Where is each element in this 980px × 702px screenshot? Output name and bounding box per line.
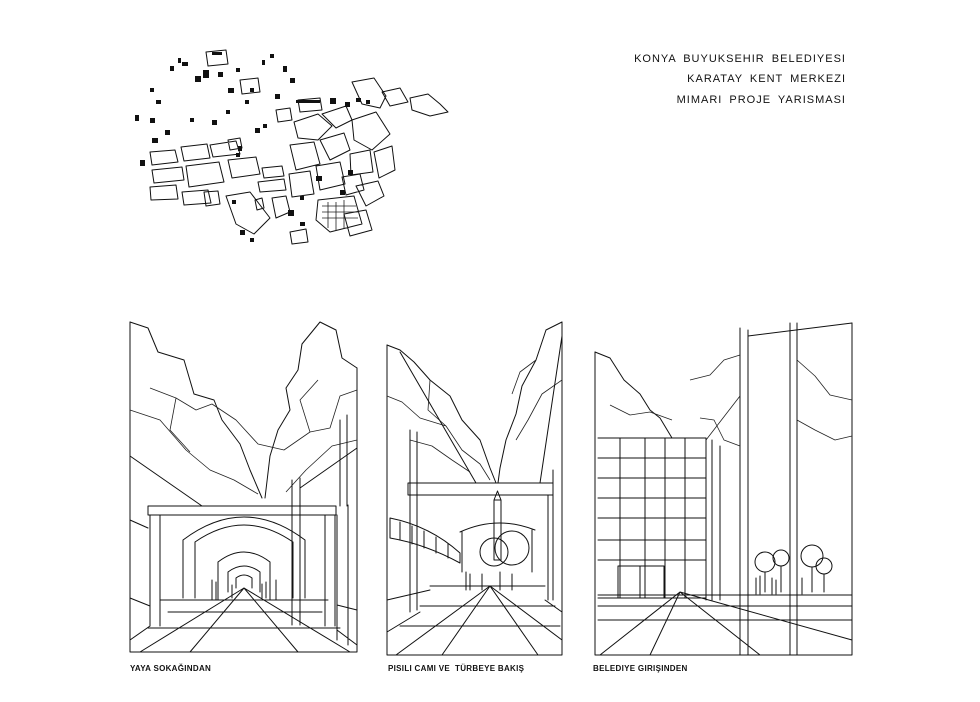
view2-figures xyxy=(465,571,513,591)
view2-walls xyxy=(386,335,563,633)
view3-tree xyxy=(815,557,833,575)
view3-floor xyxy=(597,591,853,656)
view1-floor xyxy=(139,587,351,653)
view2-beam xyxy=(407,482,554,496)
view1-frame xyxy=(129,321,358,653)
caption-view-3: BELEDIYE GIRIŞINDEN xyxy=(593,664,688,673)
site-plan xyxy=(135,49,449,245)
caption-view-1: YAYA SOKAĞINDAN xyxy=(130,664,212,673)
view1-sky-lines xyxy=(129,379,358,495)
title-line-city-center: KARATAY KENT MERKEZI xyxy=(687,73,846,85)
view2-canopy xyxy=(389,517,461,564)
view2-sky-lines xyxy=(386,359,563,481)
view2-tomb-dome xyxy=(494,530,530,566)
view3-frame xyxy=(594,322,853,656)
view1-arches xyxy=(182,516,306,601)
view3-tree xyxy=(800,544,824,568)
view3-municipality-building xyxy=(597,437,721,601)
perspective-view-pedestrian-street xyxy=(129,321,358,653)
perspective-view-municipality-entrance xyxy=(594,322,853,656)
view2-dome xyxy=(479,537,509,567)
view2-minaret xyxy=(493,490,502,561)
site-plan-grid-block xyxy=(322,200,358,230)
view1-figures xyxy=(211,579,277,601)
view1-walls xyxy=(129,414,358,646)
view3-skyline xyxy=(594,322,853,439)
view3-columns xyxy=(739,322,798,656)
view2-mosque-walls xyxy=(459,522,536,573)
view1-skyline xyxy=(129,321,358,499)
caption-view-2: PISILI CAMI VE TÜRBEYE BAKIŞ xyxy=(388,664,525,673)
title-line-competition: MIMARI PROJE YARISMASI xyxy=(676,94,846,106)
view2-skyline xyxy=(386,321,563,484)
view3-tree xyxy=(772,549,790,567)
perspective-view-mosque-and-tomb xyxy=(386,321,563,656)
view3-sky-lines xyxy=(609,354,853,447)
view3-tree xyxy=(754,551,776,573)
site-plan-blocks xyxy=(149,49,449,245)
view3-tree-trunks xyxy=(764,565,825,593)
view1-gate xyxy=(147,505,337,627)
view3-entrance-door xyxy=(617,565,665,599)
site-plan-buildings xyxy=(135,52,370,242)
view2-frame xyxy=(386,321,563,656)
view3-figures xyxy=(755,575,803,595)
title-line-municipality: KONYA BUYUKSEHIR BELEDIYESI xyxy=(634,53,846,65)
view2-floor xyxy=(395,585,563,656)
